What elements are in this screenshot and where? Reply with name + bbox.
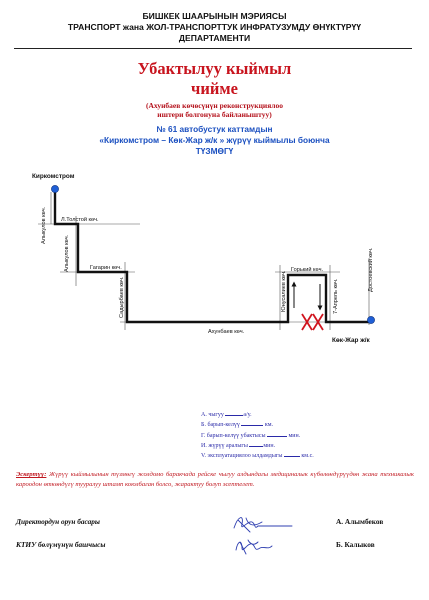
department-header-line-1: БИШКЕК ШААРЫНЫН МЭРИЯСЫ [142, 11, 287, 21]
signature-role-deputy-director: Директордун орун басары [16, 517, 100, 526]
signature-name-deputy-director: А. Алымбеков [336, 517, 384, 526]
document-title-line-2: чийме [191, 79, 238, 98]
street-label-yunusaliev: Юнусалиев көч. [281, 270, 287, 312]
route-heading-line-1: № 61 автобустук каттамдын [156, 124, 273, 134]
stop-start-marker [51, 185, 59, 193]
stat-row-g: И. жүрүү аралыгы мин. [201, 440, 361, 450]
document-subtitle-line-2: иштери болгонуна байланыштуу) [157, 110, 272, 119]
stop-start-label: Киркомстром [32, 173, 75, 180]
stop-end-marker [367, 316, 375, 324]
signature-stroke-3 [235, 541, 273, 551]
footnote-text: Жүрүү кыймылынын түзмөгү жолдомо баракча… [16, 471, 414, 488]
street-label-dostoevsky: Достоевский көч. [367, 247, 374, 292]
road-closure-marks [301, 313, 324, 331]
header-divider [14, 48, 412, 49]
signature-stroke-1 [233, 517, 293, 529]
street-label-alykulov-upper: Алыкулов көч. [41, 206, 47, 244]
signature-role-department-head: КТИУ бөлүмүнүн башчысы [16, 540, 106, 549]
closure-cross-2b [312, 313, 324, 331]
stat-row-v: Г. барып-келүү убактысы мин. [201, 430, 361, 440]
street-label-tolstoy: Л.Толстой көч. [61, 216, 99, 223]
document-subtitle-line-1: (Ахунбаев көчөсүнүн реконструкциялоо [145, 101, 284, 110]
closure-cross-1b [301, 313, 313, 331]
stat-row-d: V. эксплуатациялоо ылдамдыгы км.с. [201, 450, 361, 460]
signature-stroke-4 [239, 539, 259, 555]
street-label-april7: 7-Апрель көч. [333, 278, 339, 314]
stat-row-b: Б. барып-келүү км. [201, 419, 361, 429]
stat-row-a: А. чыгуу а/у. [201, 409, 361, 419]
stop-end-label: Көк-Жар ж/к [332, 337, 371, 344]
street-label-sadyrbaev: Садырбаев көч. [119, 276, 125, 318]
street-label-alykulov-lower: Алыкулов көч. [64, 234, 70, 272]
footnote-label: Эскертүү: [16, 471, 47, 478]
street-label-gagarin: Гагарин көч. [90, 265, 122, 271]
street-lines [38, 192, 372, 330]
route-statistics: А. чыгуу а/у. Б. барып-келүү км. Г. бары… [201, 409, 361, 460]
route-heading-line-2: «Киркомстром – Көк-Жар ж/к » жүрүү кыймы… [99, 135, 330, 145]
street-label-akhunbaev: Ахунбаев көч. [208, 329, 245, 335]
department-header-line-3: ДЕПАРТАМЕНТИ [178, 33, 251, 43]
footnote: Эскертүү: Жүрүү кыймылынын түзмөгү жолдо… [16, 470, 414, 489]
department-header-line-2: ТРАНСПОРТ жана ЖОЛ-ТРАНСПОРТТУК ИНФРАТУЗ… [67, 22, 362, 32]
route-heading-line-3: ТҮЗМӨГҮ [195, 146, 234, 156]
signature-name-department-head: Б. Калыков [336, 540, 375, 549]
signature-stroke-2 [237, 517, 263, 533]
handwritten-signatures [233, 517, 293, 555]
street-label-gorky: Горький көч. [291, 266, 324, 273]
bus-route-path [53, 192, 369, 324]
document-title-line-1: Убактылуу кыймыл [137, 59, 292, 78]
